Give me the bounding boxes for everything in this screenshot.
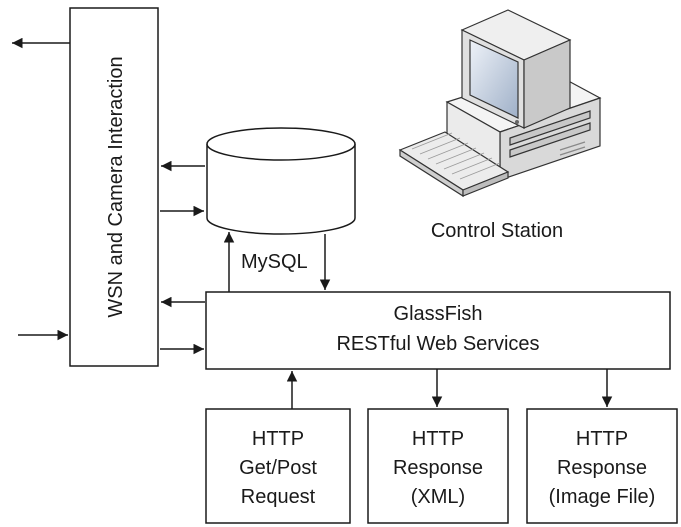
- http-request-line2: Get/Post: [239, 457, 317, 479]
- http-image-line2: Response: [557, 457, 647, 479]
- mysql-database-cylinder: MySQL: [206, 127, 356, 273]
- desktop-computer-icon: [398, 9, 602, 198]
- http-request-line1: HTTP: [252, 428, 304, 450]
- http-response-image-box: HTTP Response (Image File): [526, 408, 678, 524]
- http-xml-line2: Response: [393, 457, 483, 479]
- http-xml-line1: HTTP: [412, 428, 464, 450]
- http-request-line3: Request: [241, 486, 316, 508]
- http-image-line1: HTTP: [576, 428, 628, 450]
- server-label-line2: RESTful Web Services: [336, 333, 539, 355]
- http-image-line3: (Image File): [549, 486, 656, 508]
- wsn-box-label: WSN and Camera Interaction: [105, 56, 127, 317]
- wsn-camera-interaction-box: WSN and Camera Interaction: [69, 7, 159, 367]
- server-label-line1: GlassFish: [394, 303, 483, 325]
- wsn-arrows: [12, 37, 205, 355]
- http-response-xml-box: HTTP Response (XML): [367, 408, 509, 524]
- mysql-label: MySQL: [241, 251, 308, 273]
- glassfish-server-box: GlassFish RESTful Web Services: [205, 291, 671, 370]
- db-server-arrows: [223, 232, 331, 292]
- control-station-label: Control Station: [431, 220, 563, 242]
- http-request-box: HTTP Get/Post Request: [205, 408, 351, 524]
- http-xml-line3: (XML): [411, 486, 465, 508]
- server-http-arrows: [286, 369, 613, 409]
- control-station: Control Station: [398, 9, 602, 242]
